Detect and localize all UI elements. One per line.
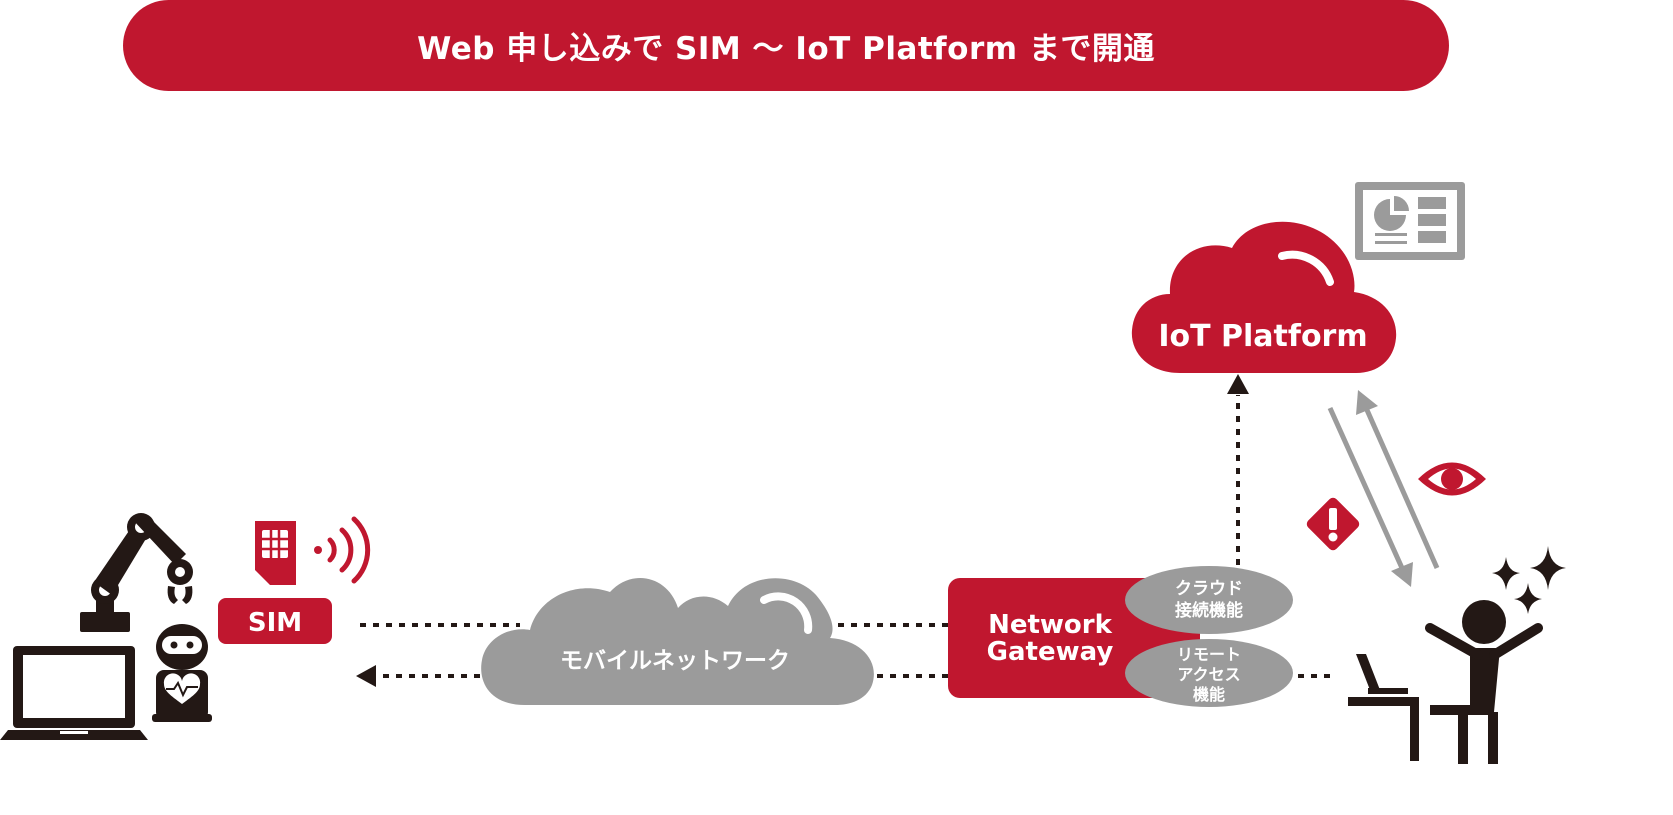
- sim-label: SIM: [248, 608, 302, 638]
- dashboard-icon: [1355, 182, 1465, 260]
- laptop-icon: [0, 646, 148, 740]
- iot-platform-label: IoT Platform: [1158, 319, 1367, 354]
- person-at-desk-icon: [1348, 600, 1543, 764]
- banner-title: Web 申し込みで SIM ～ IoT Platform まで開通: [417, 31, 1155, 67]
- gray-arrow-person-to-cloud: [1356, 390, 1440, 570]
- cloud-connect-function: クラウド 接続機能: [1125, 566, 1293, 634]
- remote-access-label-line1: リモート: [1177, 645, 1241, 664]
- eye-icon: [1418, 462, 1486, 496]
- mobile-network-cloud: モバイルネットワーク: [481, 578, 874, 705]
- robot-icon: [152, 624, 212, 722]
- sparkle-icon: [1492, 546, 1566, 614]
- remote-access-label-line3: 機能: [1193, 685, 1225, 704]
- cloud-connect-label-line1: クラウド: [1175, 579, 1243, 599]
- sim-card-icon: [255, 521, 296, 585]
- remote-access-function: リモート アクセス 機能: [1125, 639, 1293, 707]
- robot-arm-icon: [80, 513, 193, 632]
- mobile-network-label: モバイルネットワーク: [560, 648, 790, 674]
- connector-gateway-to-cloud-arrow: [1227, 374, 1249, 565]
- connector-network-to-sim-bottom-arrow: [356, 665, 480, 687]
- cloud-connect-label-line2: 接続機能: [1175, 600, 1243, 621]
- gateway-label-line1: Network: [988, 610, 1113, 640]
- alert-icon: [1306, 497, 1360, 551]
- wireless-signal-icon: [314, 516, 371, 584]
- sim-badge: SIM: [218, 598, 332, 644]
- title-banner: Web 申し込みで SIM ～ IoT Platform まで開通: [123, 0, 1449, 91]
- iot-platform-cloud: IoT Platform: [1131, 221, 1397, 373]
- gateway-label-line2: Gateway: [987, 637, 1114, 667]
- remote-access-label-line2: アクセス: [1177, 665, 1240, 684]
- gray-arrow-cloud-to-person: [1327, 406, 1413, 587]
